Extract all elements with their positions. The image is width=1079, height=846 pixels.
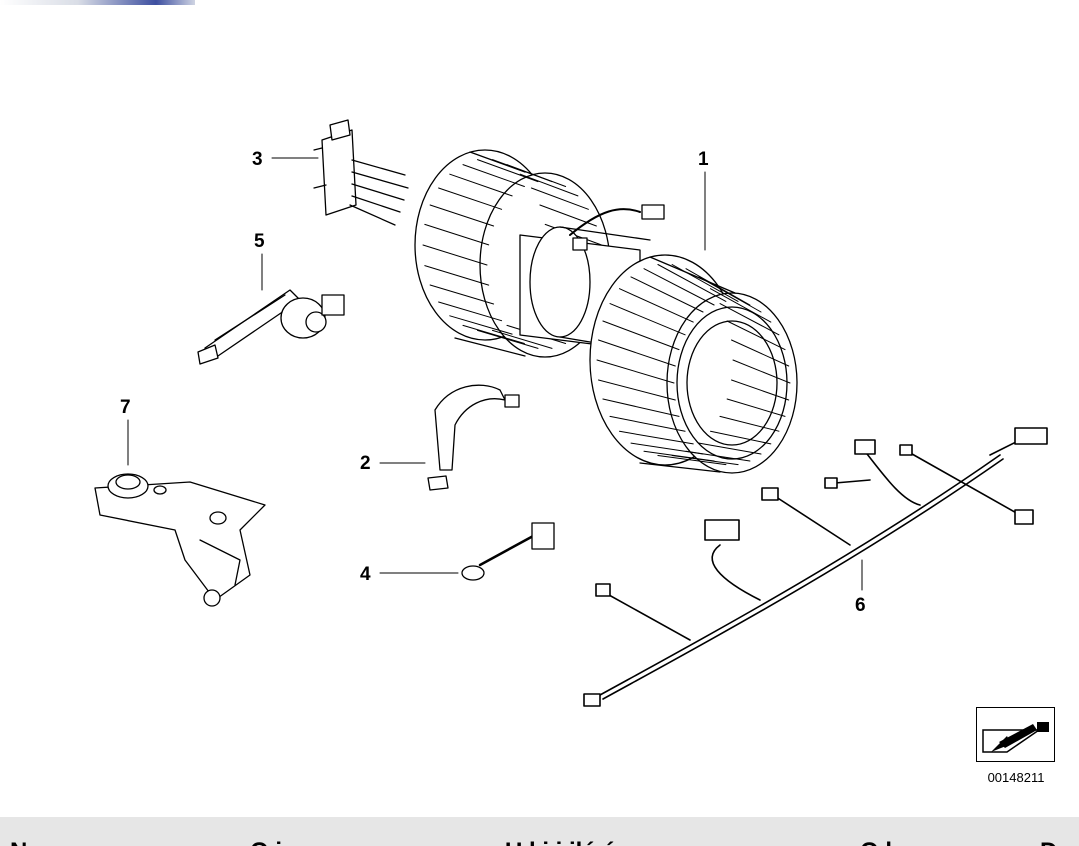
fan-blade (657, 264, 727, 302)
fan-blade (602, 398, 680, 417)
fan-blade (598, 379, 676, 401)
fan-blade (698, 442, 762, 455)
callout-7: 7 (120, 397, 131, 418)
blower-motor-part-1[interactable] (414, 149, 798, 474)
fan-blade (424, 223, 490, 246)
fan-blade (424, 265, 490, 286)
fan-blade (643, 268, 715, 306)
fan-blade (630, 276, 704, 313)
column-head-5: D (1040, 838, 1057, 846)
fan-blade (438, 301, 503, 322)
fan-blade (462, 324, 525, 344)
arrow-sign-icon (982, 722, 1049, 753)
fan-blade (685, 268, 751, 306)
fan-blade (732, 359, 791, 384)
fan-blade (619, 288, 694, 323)
fan-blade (449, 315, 513, 335)
column-head-4: O l (860, 838, 892, 846)
fan-blade (643, 450, 715, 462)
fan-blade (598, 339, 676, 367)
fan-blade (671, 264, 739, 302)
fan-blade (609, 303, 686, 336)
column-head-1: N (10, 838, 27, 846)
parts-diagram (94, 119, 1048, 707)
fan-blade (726, 398, 786, 417)
brand-logo-strip (0, 0, 195, 5)
fan-blade (719, 303, 780, 336)
wiring-harness-part-6[interactable] (583, 427, 1048, 707)
callout-4: 4 (360, 564, 371, 585)
fan-blade (519, 173, 579, 197)
fan-blade (492, 329, 553, 349)
fan-blade (731, 339, 790, 367)
fan-blade (609, 415, 686, 432)
fan-blade (477, 159, 539, 183)
reference-number: 00148211 (987, 770, 1045, 785)
callout-2: 2 (360, 453, 371, 474)
callout-1: 1 (698, 149, 709, 170)
resistor-part-3[interactable] (271, 119, 409, 226)
fan-blade (462, 164, 525, 187)
fan-blade (530, 187, 589, 210)
fan-blade (429, 204, 495, 227)
callout-5: 5 (254, 231, 265, 252)
callout-3: 3 (252, 149, 263, 170)
actuator-part-5[interactable] (197, 253, 345, 365)
callout-6: 6 (855, 595, 866, 616)
fan-blade (449, 173, 513, 197)
fan-blade (422, 244, 488, 266)
fan-blade (438, 187, 503, 210)
flap-bracket-part-7[interactable] (94, 419, 266, 607)
fan-blade (698, 276, 762, 313)
parts-table-header: N O i U l i i ilé é O l D (0, 817, 1079, 846)
fan-blade (596, 359, 675, 384)
fan-blade (731, 379, 790, 401)
fan-blade (726, 320, 786, 351)
fan-blade (657, 455, 727, 466)
fan-blade (619, 430, 694, 445)
fan-blade (429, 284, 495, 305)
sensor-part-4[interactable] (379, 522, 555, 581)
clip-part-2[interactable] (379, 384, 520, 491)
fan-blade (477, 329, 539, 349)
reference-box (976, 707, 1055, 762)
fan-blade (710, 288, 772, 323)
column-head-3: U l i i ilé é (505, 838, 616, 846)
fan-blade (719, 415, 780, 432)
fan-blade (506, 164, 567, 187)
fan-blade (630, 442, 704, 455)
fan-blade (602, 320, 680, 351)
column-head-2: O i (250, 838, 282, 846)
fan-blade (710, 430, 772, 445)
